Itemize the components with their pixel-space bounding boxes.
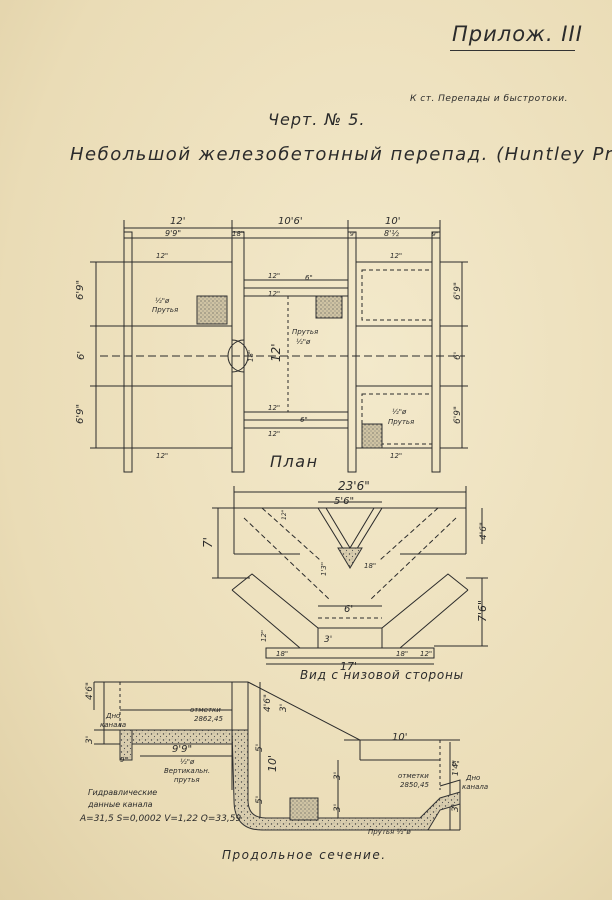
appendix-label: Прилож. III (452, 22, 583, 46)
front-dim-7: 7' (201, 537, 215, 548)
plan-rod-center-1: Прутья (292, 328, 318, 336)
longitudinal-label: Продольное сечение. (222, 848, 387, 862)
long-vert-rods-1: ½"ø (180, 758, 195, 766)
long-dim-3d: 3' (333, 804, 343, 812)
plan-rod-left-1: ½"ø (155, 297, 170, 305)
front-dim-12b: 12" (281, 509, 288, 520)
long-dim-10v: 10' (266, 755, 279, 772)
plan-12a: 12" (156, 252, 168, 260)
plan-6a: 6" (305, 274, 313, 282)
long-rods-bottom: Прутья ½"ø (368, 828, 411, 836)
plan-dim-18: 18" (232, 230, 244, 238)
long-dim-1-4: 1'4" (451, 760, 460, 776)
plan-rod-center-2: ½"ø (296, 338, 311, 346)
reference-note: К ст. Перепады и быстротоки. (410, 94, 568, 104)
plan-dim-10-6: 10'6' (278, 216, 303, 227)
long-dim-3c: 3' (333, 772, 343, 780)
plan-rod-right-1: ½"ø (392, 408, 407, 416)
long-bottom-right-2: канала (462, 783, 488, 791)
front-dim-23-6: 23'6" (338, 479, 370, 493)
front-dim-18a: 18" (276, 650, 288, 658)
plan-rod-right-2: Прутья (388, 418, 414, 426)
long-bottom-right-1: Дно (465, 774, 480, 782)
plan-dim-8-half: 8'½ (384, 229, 399, 238)
plan-12c: 12" (390, 252, 402, 260)
long-mark-right-1: отметки (398, 772, 429, 780)
drawing-number: Черт. № 5. (268, 110, 366, 129)
drawing-title: Небольшой железобетонный перепад. (Huntl… (70, 144, 612, 165)
long-vert-rods-3: прутья (174, 776, 200, 784)
plan-center-18: 18" (247, 350, 255, 362)
front-dim-1-3: 1'3" (320, 562, 328, 576)
plan-left-6: 6' (76, 351, 87, 360)
plan-rod-left-2: Прутья (152, 306, 178, 314)
long-dim-4-6a: 4'6" (85, 682, 95, 700)
long-mark-left-1: отметки (190, 706, 221, 714)
plan-right-6: 6' (453, 352, 463, 360)
long-dim-5a: 5' (255, 744, 265, 752)
front-dim-17: 17' (340, 660, 357, 673)
long-dim-9: 9" (120, 756, 128, 764)
plan-12e: 12" (268, 272, 280, 280)
plan-dim-9b: 9" (432, 231, 439, 238)
long-dim-3e: 3' (451, 804, 461, 812)
plan-dim-9-9: 9'9" (165, 229, 181, 238)
plan-12d: 12" (390, 452, 402, 460)
long-bottom-left-1: Дно (105, 712, 120, 720)
plan-12b: 12" (156, 452, 168, 460)
plan-dim-12: 12' (170, 216, 185, 227)
front-dim-12c: 12" (420, 650, 432, 658)
hydraulic-data-heading-2: данные канала (88, 800, 153, 809)
hydraulic-data-values: A=31,5 S=0,0002 V=1,22 Q=33,59 (80, 814, 242, 824)
front-dim-18c: 18" (364, 562, 376, 570)
plan-right-6-9a: 6'9" (453, 282, 463, 300)
plan-concrete-left (196, 295, 228, 325)
plan-left-6-9a: 6'9" (75, 280, 86, 300)
long-mark-left-2: 2862,45 (194, 715, 223, 723)
plan-center-12: 12' (269, 343, 283, 362)
front-dim-6: 6' (344, 604, 353, 615)
plan-concrete-center (315, 295, 343, 319)
front-view-label: Вид с низовой стороны (300, 668, 464, 682)
plan-12h: 12" (268, 430, 280, 438)
long-mark-right-2: 2850,45 (400, 781, 429, 789)
long-concrete-block (289, 797, 319, 821)
long-dim-9-9: 9'9" (172, 744, 192, 755)
plan-6b: 6" (300, 416, 308, 424)
plan-dim-9a: 9" (350, 231, 357, 238)
long-dim-4-6b: 4'6" (263, 694, 273, 712)
front-dim-7-6: 7'6" (476, 600, 489, 622)
plan-left-6-9b: 6'9" (75, 404, 86, 424)
front-weir-block (337, 547, 363, 569)
plan-right-6-9b: 6'9" (453, 406, 463, 424)
front-dim-5-6: 5'6" (334, 496, 354, 507)
plan-dim-10: 10' (385, 216, 400, 227)
plan-view (90, 220, 468, 473)
plan-concrete-right (361, 423, 383, 449)
front-dim-3: 3' (324, 635, 332, 645)
front-dim-4-6: 4'6" (479, 522, 489, 540)
long-bottom-left-2: канала (100, 721, 126, 729)
hydraulic-data-heading-1: Гидравлические (88, 788, 158, 797)
long-concrete-slab (119, 729, 233, 745)
long-dim-3a: 3' (85, 736, 95, 744)
front-dim-18b: 18" (396, 650, 408, 658)
long-dim-5b: 5' (255, 796, 265, 804)
long-dim-3b: 3' (279, 704, 289, 712)
long-concrete-basin (231, 729, 461, 831)
long-dim-6: 6" (452, 760, 460, 768)
plan-12f: 12" (268, 290, 280, 298)
front-dim-12a: 12" (260, 630, 268, 642)
long-dim-10h: 10' (392, 732, 407, 743)
appendix-underline (450, 50, 575, 51)
long-concrete-cutoff (119, 729, 133, 761)
plan-label: План (270, 452, 319, 471)
plan-12g: 12" (268, 404, 280, 412)
front-view (212, 486, 488, 665)
long-vert-rods-2: Вертикальн. (164, 767, 210, 775)
